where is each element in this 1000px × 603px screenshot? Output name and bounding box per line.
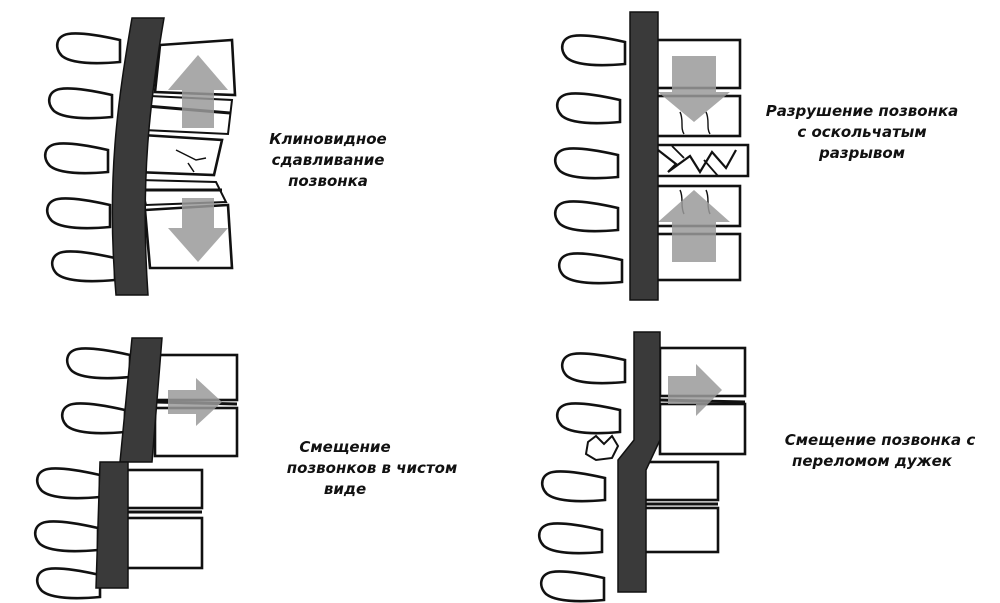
displacement-arrow xyxy=(668,364,722,416)
spinal-ligament xyxy=(617,331,661,593)
caption-fracture-line-1: Смещение позвонка с xyxy=(785,431,976,449)
caption-burst-line-2: с оскольчатым xyxy=(797,123,926,141)
spinous-processes xyxy=(553,34,627,285)
spinal-ligament-upper xyxy=(119,337,163,463)
spinous-processes xyxy=(537,352,627,603)
caption-shift-line-1: Смещение xyxy=(299,438,390,456)
caption-wedge-line-2: сдавливание xyxy=(272,151,385,169)
spinal-ligament xyxy=(629,11,659,301)
compression-arrow-top xyxy=(168,55,228,128)
displacement-arrow xyxy=(168,378,222,426)
compression-arrow-bottom xyxy=(658,190,730,262)
caption-burst-line-3: разрывом xyxy=(818,144,905,162)
caption-shift-line-3: виде xyxy=(324,480,366,498)
caption-wedge: Клиновидное сдавливание позвонка xyxy=(269,130,386,190)
caption-fracture: Смещение позвонка с переломом дужек xyxy=(785,431,976,470)
caption-burst: Разрушение позвонка с оскольчатым разрыв… xyxy=(766,102,959,162)
caption-wedge-line-3: позвонка xyxy=(288,172,368,190)
spinous-processes xyxy=(43,32,122,283)
compression-arrow-bottom xyxy=(168,198,228,262)
caption-wedge-line-1: Клиновидное xyxy=(269,130,386,148)
caption-burst-line-1: Разрушение позвонка xyxy=(766,102,959,120)
arch-fracture-fragment xyxy=(584,434,620,462)
caption-shift-line-2: позвонков в чистом xyxy=(287,459,457,477)
panel-wedge-compression xyxy=(43,17,237,296)
spinal-ligament xyxy=(111,17,165,296)
spinal-ligament-lower xyxy=(95,461,129,589)
compression-arrow-top xyxy=(658,56,730,122)
panel-displacement-arch-fracture xyxy=(537,331,747,603)
caption-fracture-line-2: переломом дужек xyxy=(792,452,953,470)
caption-shift: Смещение позвонков в чистом виде xyxy=(287,438,457,498)
panel-pure-displacement xyxy=(33,337,239,600)
panel-burst-fracture xyxy=(553,11,750,301)
